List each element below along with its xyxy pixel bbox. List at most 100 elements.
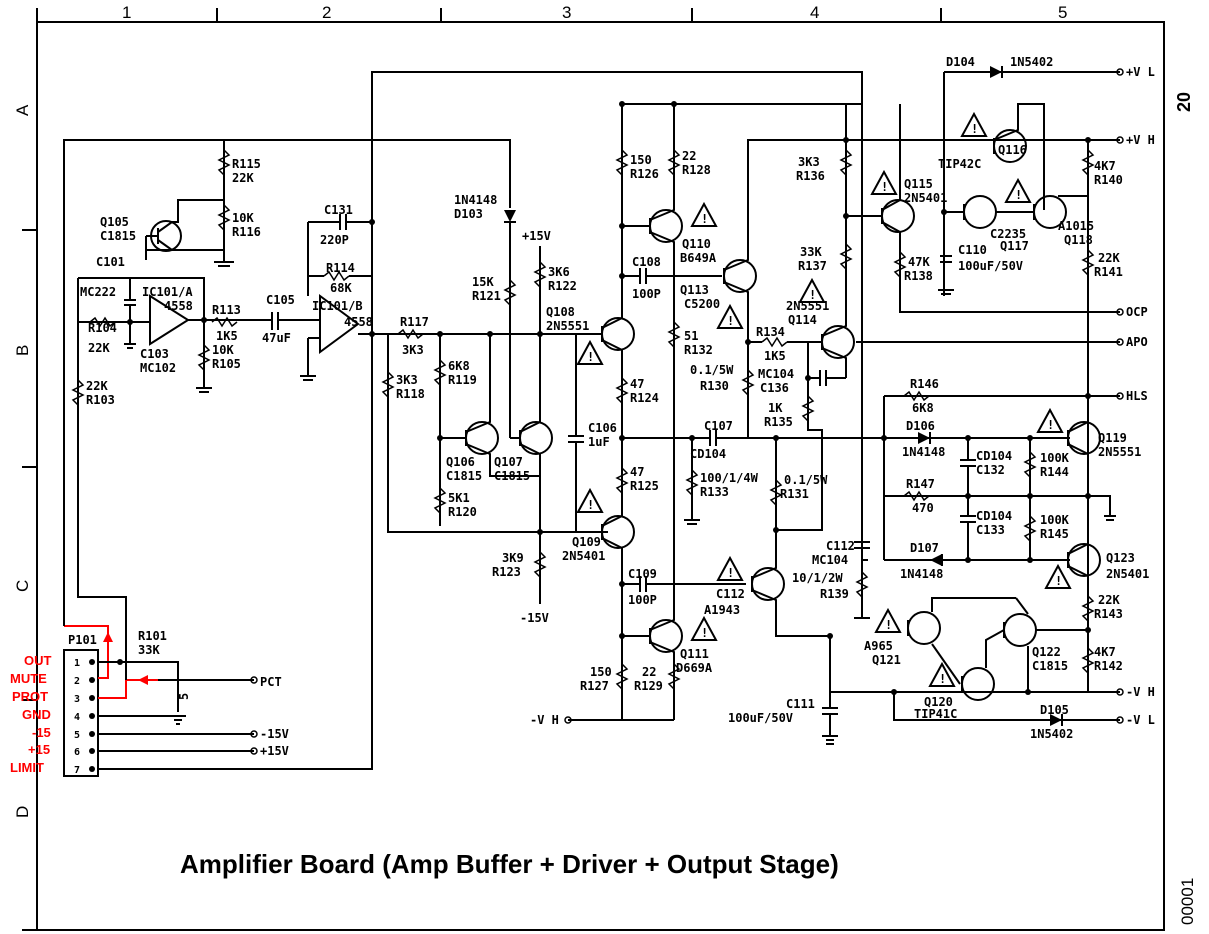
r103-ref: R103 bbox=[86, 393, 115, 407]
grid-row-d: D bbox=[13, 806, 32, 818]
d106-ref: D106 bbox=[906, 419, 935, 433]
r141-ref: R141 bbox=[1094, 265, 1123, 279]
r140-ref: R140 bbox=[1094, 173, 1123, 187]
warning-icon: ! bbox=[1004, 177, 1032, 203]
r122-val: 3K6 bbox=[548, 265, 570, 279]
r144-ref: R144 bbox=[1040, 465, 1069, 479]
pin5-note: 5 bbox=[177, 693, 191, 700]
q110-type: B649A bbox=[680, 251, 717, 265]
r119-val: 6K8 bbox=[448, 359, 470, 373]
r127-ref: R127 bbox=[580, 679, 609, 693]
highlight-traces bbox=[64, 625, 158, 699]
q117-type: C2235 bbox=[990, 227, 1026, 241]
q113-ref: Q113 bbox=[680, 283, 709, 297]
r121-val: 15K bbox=[472, 275, 494, 289]
r147-val: 470 bbox=[912, 501, 934, 515]
r145-val: 100K bbox=[1040, 513, 1070, 527]
q112-type: A1943 bbox=[704, 603, 740, 617]
svg-text:!: ! bbox=[587, 350, 594, 364]
connector-p101 bbox=[63, 649, 99, 777]
r124-ref: R124 bbox=[630, 391, 659, 405]
grid-col-1: 1 bbox=[122, 3, 131, 22]
c112-val: MC104 bbox=[812, 553, 848, 567]
c101-val: MC222 bbox=[80, 285, 116, 299]
r120-val: 5K1 bbox=[448, 491, 470, 505]
warning-icon: ! bbox=[716, 303, 744, 329]
svg-text:!: ! bbox=[1047, 418, 1054, 432]
q119-type: 2N5551 bbox=[1098, 445, 1141, 459]
r123-ref: R123 bbox=[492, 565, 521, 579]
r117-ref: R117 bbox=[400, 315, 429, 329]
output-stage bbox=[723, 104, 1124, 708]
svg-text:!: ! bbox=[727, 314, 734, 328]
grid-col-2: 2 bbox=[322, 3, 331, 22]
grid-row-a: A bbox=[13, 104, 32, 116]
q122-ref: Q122 bbox=[1032, 645, 1061, 659]
r116-ref: R116 bbox=[232, 225, 261, 239]
pin-label-prot: PROT bbox=[12, 689, 48, 704]
diagram-title: Amplifier Board (Amp Buffer + Driver + O… bbox=[180, 849, 839, 879]
r120-ref: R120 bbox=[448, 505, 477, 519]
pin-4: 4 bbox=[74, 712, 80, 723]
c107-val: CD104 bbox=[690, 447, 726, 461]
r114-val: 68K bbox=[330, 281, 352, 295]
q105-type: C1815 bbox=[100, 229, 136, 243]
r118-val: 3K3 bbox=[396, 373, 418, 387]
q121-type: A965 bbox=[864, 639, 893, 653]
r126-ref: R126 bbox=[630, 167, 659, 181]
svg-text:!: ! bbox=[881, 180, 888, 194]
warning-icon: ! bbox=[690, 615, 718, 641]
warning-icon: ! bbox=[798, 277, 826, 303]
q114-ref: Q114 bbox=[788, 313, 817, 327]
r128-ref: R128 bbox=[682, 163, 711, 177]
svg-text:!: ! bbox=[1055, 574, 1062, 588]
q112-ref: C112 bbox=[716, 587, 745, 601]
r131-ref: R131 bbox=[780, 487, 809, 501]
warning-icon: ! bbox=[716, 555, 744, 581]
q107-type: C1815 bbox=[494, 469, 530, 483]
q106-type: C1815 bbox=[446, 469, 482, 483]
d107-ref: D107 bbox=[910, 541, 939, 555]
r105-val: 10K bbox=[212, 343, 234, 357]
c103-val: MC102 bbox=[140, 361, 176, 375]
rail-apo: APO bbox=[1126, 335, 1148, 349]
q123-ref: Q123 bbox=[1106, 551, 1135, 565]
r143-val: 22K bbox=[1098, 593, 1120, 607]
grid-col-5: 5 bbox=[1058, 3, 1067, 22]
c132-type: CD104 bbox=[976, 449, 1012, 463]
r130-val: 0.1/5W bbox=[690, 363, 734, 377]
r104-ref: R104 bbox=[88, 321, 117, 335]
grid-col-3: 3 bbox=[562, 3, 571, 22]
c106-val: 1uF bbox=[588, 435, 610, 449]
q118-type: A1015 bbox=[1058, 219, 1094, 233]
q117-ref: Q117 bbox=[1000, 239, 1029, 253]
c133-ref: C133 bbox=[976, 523, 1005, 537]
q108-ref: Q108 bbox=[546, 305, 575, 319]
c105-val: 47uF bbox=[262, 331, 291, 345]
c101-ref: C101 bbox=[96, 255, 125, 269]
r147-ref: R147 bbox=[906, 477, 935, 491]
d104-ref: D104 bbox=[946, 55, 975, 69]
d107-type: 1N4148 bbox=[900, 567, 943, 581]
r116-val: 10K bbox=[232, 211, 254, 225]
warning-icon: ! bbox=[1036, 407, 1064, 433]
rail-vh: +V H bbox=[1126, 133, 1155, 147]
r139-ref: R139 bbox=[820, 587, 849, 601]
r118-ref: R118 bbox=[396, 387, 425, 401]
warning-icon: ! bbox=[928, 661, 956, 687]
c133-type: CD104 bbox=[976, 509, 1012, 523]
c136-ref: C136 bbox=[760, 381, 789, 395]
pin-label-limit: LIMIT bbox=[10, 760, 44, 775]
q115-type: 2N5401 bbox=[904, 191, 947, 205]
r146-ref: R146 bbox=[910, 377, 939, 391]
voltage-amp-stage bbox=[381, 210, 608, 604]
r140-val: 4K7 bbox=[1094, 159, 1116, 173]
q123-type: 2N5401 bbox=[1106, 567, 1149, 581]
warning-icon: ! bbox=[870, 169, 898, 195]
r101-ref: R101 bbox=[138, 629, 167, 643]
r125-ref: R125 bbox=[630, 479, 659, 493]
ic101b-type: 4558 bbox=[344, 315, 373, 329]
r134-val: 1K5 bbox=[764, 349, 786, 363]
svg-text:!: ! bbox=[971, 122, 978, 136]
